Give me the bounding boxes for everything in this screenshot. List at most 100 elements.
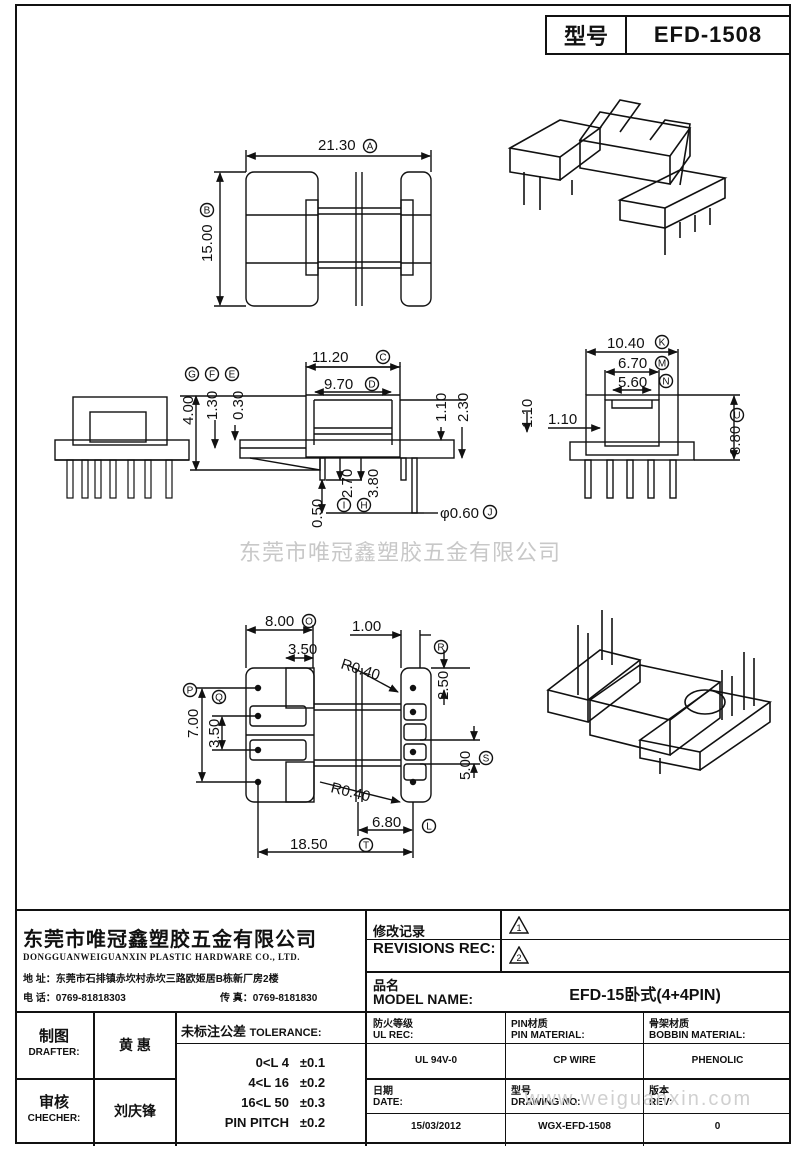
rev-value: 0 bbox=[714, 1121, 721, 1132]
letter-h-marker: H bbox=[356, 497, 372, 513]
dimension-labels: 21.30 15.00 11.20 9.70 0.30 1.30 4.00 3.… bbox=[180, 137, 744, 853]
dim-side-1-10: 1.10 bbox=[433, 393, 450, 422]
tolerance-row: 16<L 50 ±0.3 bbox=[241, 1095, 326, 1110]
svg-text:G: G bbox=[188, 370, 196, 381]
dim-j: φ0.60 bbox=[440, 505, 479, 522]
company-watermark: 东莞市唯冠鑫塑胶五金有限公司 bbox=[238, 540, 561, 565]
dim-n: 5.60 bbox=[618, 374, 647, 391]
dim-c: 11.20 bbox=[312, 349, 348, 366]
dim-b: 15.00 bbox=[199, 224, 216, 262]
dim-s: 5.00 bbox=[457, 751, 474, 780]
dim-u: 8.80 bbox=[727, 426, 744, 455]
company-phone: 电 话：0769-81818303 bbox=[23, 993, 126, 1004]
svg-text:D: D bbox=[368, 380, 375, 391]
letter-o-marker: O bbox=[301, 613, 317, 629]
letter-e-marker: E bbox=[224, 366, 240, 382]
dim-h: 3.80 bbox=[365, 469, 382, 498]
revision-triangle-2-icon: 2 bbox=[509, 946, 529, 964]
company-fax: 传 真：0769-8181830 bbox=[220, 993, 318, 1004]
svg-text:I: I bbox=[343, 501, 346, 512]
model-name-label-cn: 品名 bbox=[373, 978, 400, 993]
checker-name: 刘庆锋 bbox=[114, 1103, 156, 1119]
svg-text:C: C bbox=[379, 353, 386, 364]
front-view bbox=[180, 362, 466, 514]
letter-q-marker: Q bbox=[211, 689, 227, 705]
drawing-no-value: WGX-EFD-1508 bbox=[538, 1121, 611, 1132]
tolerance-table: 0<L 4 ±0.1 4<L 16 ±0.2 16<L 50 ±0.3 PIN … bbox=[191, 1053, 361, 1133]
letter-j-marker: J bbox=[482, 504, 498, 520]
svg-text:E: E bbox=[229, 370, 236, 381]
letter-b-marker: B bbox=[199, 202, 215, 218]
model-name-value: EFD-15卧式(4+4PIN) bbox=[569, 987, 721, 1004]
svg-text:A: A bbox=[367, 142, 374, 153]
svg-text:F: F bbox=[209, 370, 215, 381]
dim-r-1-10b: 1.10 bbox=[548, 411, 577, 428]
top-view bbox=[214, 150, 432, 307]
svg-text:B: B bbox=[204, 206, 211, 217]
title-block: 东莞市唯冠鑫塑胶五金有限公司 DONGGUANWEIGUANXIN PLASTI… bbox=[15, 909, 791, 1146]
svg-text:S: S bbox=[483, 754, 490, 765]
ul-value: UL 94V-0 bbox=[414, 1055, 458, 1066]
letter-u-marker: U bbox=[729, 407, 745, 423]
model-number-value: EFD-1508 bbox=[653, 22, 763, 47]
revisions-label-cn: 修改记录 bbox=[373, 924, 426, 939]
model-name-label-en: MODEL NAME: bbox=[373, 991, 474, 1007]
dim-top-3-50: 3.50 bbox=[288, 641, 317, 658]
bobbin-material-value: PHENOLIC bbox=[691, 1055, 744, 1066]
website-watermark: www.weiguanxin.com bbox=[525, 1088, 753, 1110]
letter-d-marker: D bbox=[364, 376, 380, 392]
svg-text:P: P bbox=[187, 686, 194, 697]
checker-label-cn: 审核 bbox=[38, 1094, 69, 1111]
tolerance-row: 0<L 4 ±0.1 bbox=[255, 1055, 326, 1070]
dim-g: 4.00 bbox=[180, 396, 197, 425]
model-number-box: 型号 EFD-1508 bbox=[545, 15, 789, 55]
end-view bbox=[523, 348, 740, 499]
revision-triangle-1-icon: 1 bbox=[509, 916, 529, 934]
reference-letters: A B C D E F G H I J K M N U O R P Q S L … bbox=[182, 138, 745, 853]
letter-k-marker: K bbox=[654, 334, 670, 350]
drawing-frame bbox=[15, 4, 791, 1144]
date-value: 15/03/2012 bbox=[410, 1121, 462, 1132]
letter-c-marker: C bbox=[375, 349, 391, 365]
company-name-en: DONGGUANWEIGUANXIN PLASTIC HARDWARE CO.,… bbox=[23, 952, 300, 962]
dim-o: 8.00 bbox=[265, 613, 294, 630]
dim-i: 2.70 bbox=[339, 469, 356, 498]
tolerance-row: PIN PITCH ±0.2 bbox=[224, 1115, 326, 1130]
svg-text:L: L bbox=[426, 822, 432, 833]
svg-text:1: 1 bbox=[516, 923, 521, 933]
letter-m-marker: M bbox=[654, 355, 670, 371]
letter-p-marker: P bbox=[182, 682, 198, 698]
drafter-label-en: DRAFTER: bbox=[28, 1047, 80, 1058]
side-view-left bbox=[54, 396, 190, 499]
letter-s-marker: S bbox=[478, 750, 494, 766]
dim-r-2-50: 2.50 bbox=[435, 671, 452, 700]
tolerance-row: 4<L 16 ±0.2 bbox=[248, 1075, 326, 1090]
tolerance-label: 未标注公差 TOLERANCE: bbox=[181, 1024, 322, 1039]
dim-f: 1.30 bbox=[204, 391, 221, 420]
svg-text:R: R bbox=[437, 643, 444, 654]
letter-n-marker: N bbox=[658, 373, 674, 389]
svg-text:M: M bbox=[658, 359, 666, 370]
dim-m: 6.70 bbox=[618, 355, 647, 372]
company-name-cn: 东莞市唯冠鑫塑胶五金有限公司 bbox=[23, 929, 317, 951]
svg-text:J: J bbox=[488, 508, 493, 519]
dim-r040a: R0.40 bbox=[339, 656, 382, 685]
dim-d: 9.70 bbox=[324, 376, 353, 393]
dim-p: 7.00 bbox=[185, 709, 202, 738]
company-address: 地 址：东莞市石排镇赤坎村赤坎三路欧姬居B栋新厂房2楼 bbox=[23, 974, 279, 985]
bottom-view bbox=[196, 625, 480, 858]
dim-a: 21.30 bbox=[318, 137, 356, 154]
letter-r-marker: R bbox=[433, 639, 449, 655]
dim-k: 10.40 bbox=[607, 335, 645, 352]
model-number-label: 型号 bbox=[547, 17, 627, 53]
dim-top-1-00: 1.00 bbox=[352, 618, 381, 635]
letter-a-marker: A bbox=[362, 138, 378, 154]
svg-text:O: O bbox=[305, 617, 313, 628]
dim-l: 6.80 bbox=[372, 814, 401, 831]
